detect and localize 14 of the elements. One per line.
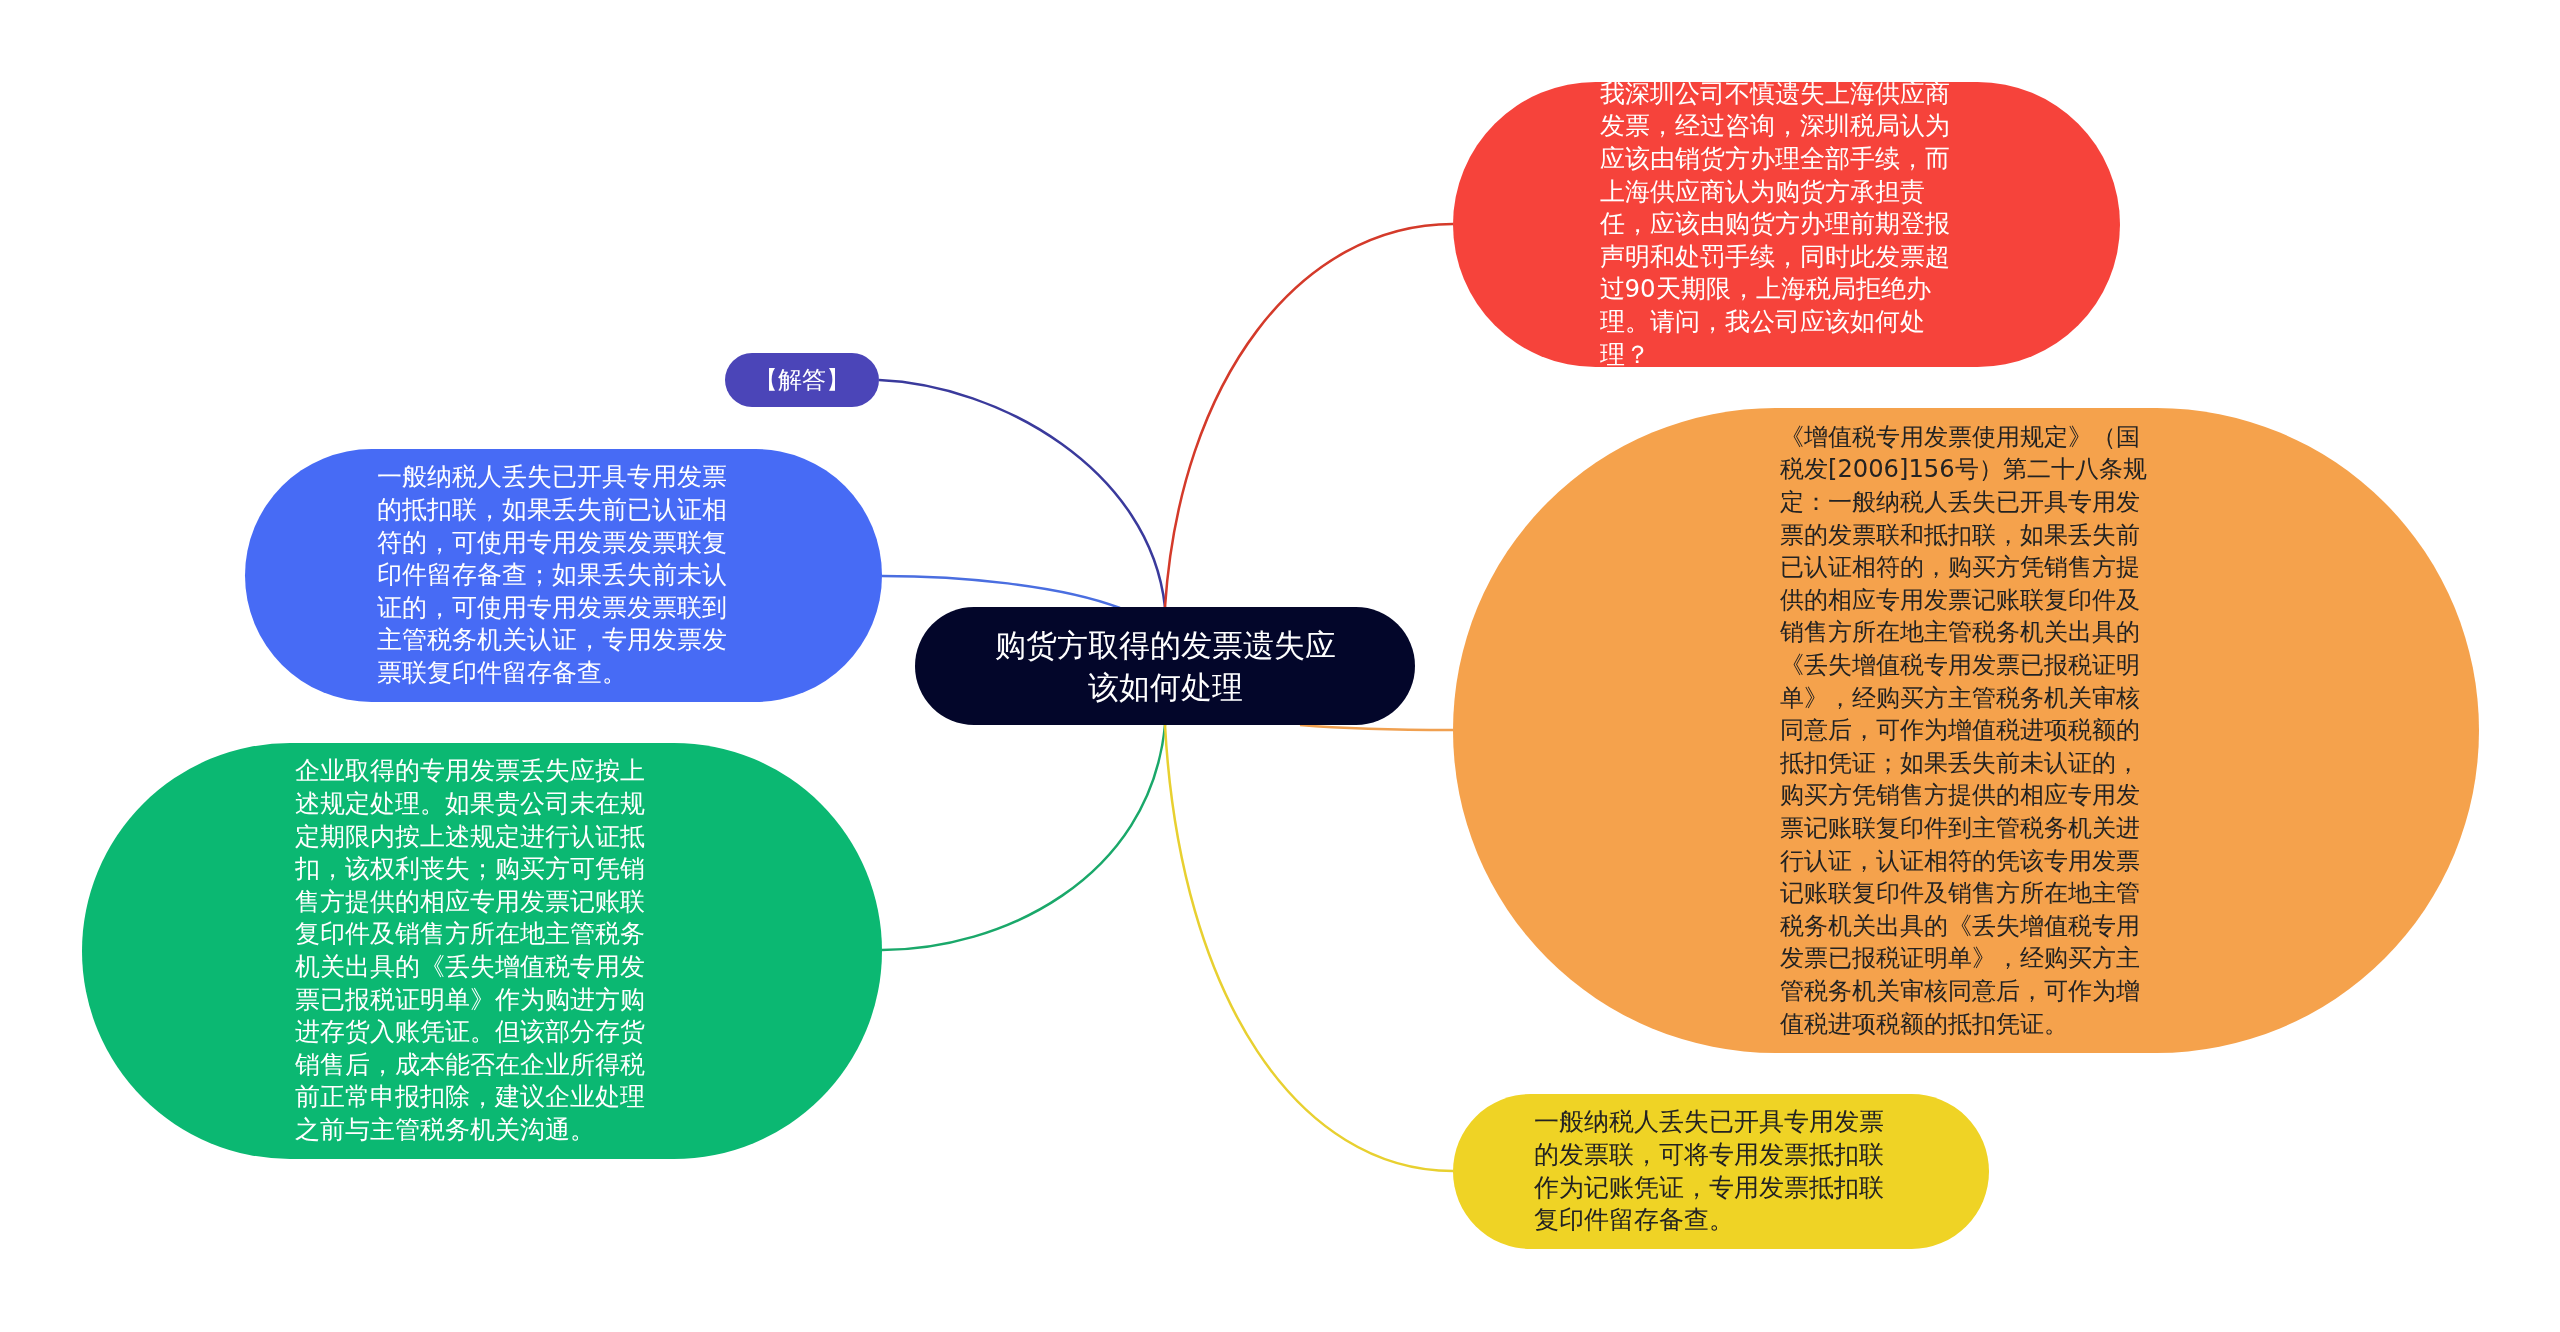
node-text: 企业取得的专用发票丢失应按上述规定处理。如果贵公司未在规定期限内按上述规定进行认证抵扣，该权利丧失；购买方可凭销售方提供的相应专用发票记账联复印件及销售方所在地主管税务机关出具的《丢失增值税专用发票已报税证明单》作为购进方购进存货入账凭证。但该部分存货销售后，成本能否在企业所得税前正常申报扣除，建议企业处理之前与主管税务机关沟通。 [295, 755, 646, 1146]
node-text: 我深圳公司不慎遗失上海供应商发票，经过咨询，深圳税局认为应该由销货方办理全部手续，而上海供应商认为购货方承担责任，应该由购货方办理前期登报声明和处罚手续，同时此发票超过90天期限，上海税局拒绝办理。请问，我公司应该如何处理？ [1599, 77, 1951, 371]
connector [878, 378, 1167, 608]
node-text: 一般纳税人丢失已开具专用发票的抵扣联，如果丢失前已认证相符的，可使用专用发票发票联复印件留存备查；如果丢失前未认证的，可使用专用发票发票联到主管税务机关认证，专用发票发票联复印件留存备查。 [376, 461, 728, 689]
connector [881, 724, 1167, 952]
connector [1163, 222, 1454, 608]
connector [882, 574, 1121, 610]
connector [1163, 724, 1454, 1173]
topic-pill [725, 353, 879, 407]
node-text: 【解答】 [753, 365, 851, 395]
node-text: 购货方取得的发票遗失应该如何处理 [993, 626, 1337, 707]
node-text: 《增值税专用发票使用规定》（国税发[2006]156号）第二十八条规定：一般纳税人丢失已开具专用发票的发票联和抵扣联，如果丢失前已认证相符的，购买方凭销售方提供的相应专用发票记账联复印件及销售方所在地主管税务机关出具的《丢失增值税专用发票已报税证明单》，经购买方主管税务机关审核同意后，可作为增值税进项税额的抵扣凭证；如果丢失前未认证的，购买方凭销售方提供的相应专用发票记账联复印件到主管税务机关进行认证，认证相符的凭该专用发票记账联复印件及销售方所在地主管税务机关出具的《丢失增值税专用发票已报税证明单》，经购买方主管税务机关审核同意后，可作为增值税进项税额的抵扣凭证。 [1780, 421, 2148, 1040]
connector [1299, 723, 1453, 732]
node-text: 一般纳税人丢失已开具专用发票的发票联，可将专用发票抵扣联作为记账凭证，专用发票抵扣联复印件留存备查。 [1534, 1106, 1885, 1237]
